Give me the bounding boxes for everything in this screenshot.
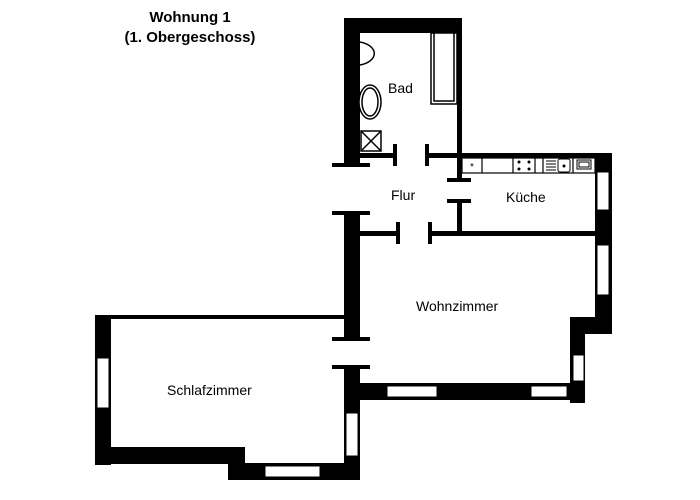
toilet-icon	[359, 41, 376, 66]
sink-icon	[546, 158, 571, 173]
stove-icon	[517, 160, 531, 171]
shower-icon	[360, 130, 382, 152]
freezer-icon: *	[470, 162, 474, 173]
kitchen-counter	[461, 157, 596, 174]
bathroom-fixtures	[358, 32, 458, 152]
room-label-bad: Bad	[388, 80, 413, 96]
plan-subtitle: (1. Obergeschoss)	[124, 29, 256, 46]
room-label-kueche: Küche	[506, 189, 546, 205]
room-label-schlafzimmer: Schlafzimmer	[167, 382, 252, 398]
room-label-wohnzimmer: Wohnzimmer	[416, 298, 499, 314]
plan-title: Wohnung 1	[149, 9, 231, 26]
microwave-icon	[576, 159, 592, 170]
room-label-flur: Flur	[391, 187, 416, 203]
walls	[95, 18, 612, 480]
windows	[96, 171, 610, 478]
